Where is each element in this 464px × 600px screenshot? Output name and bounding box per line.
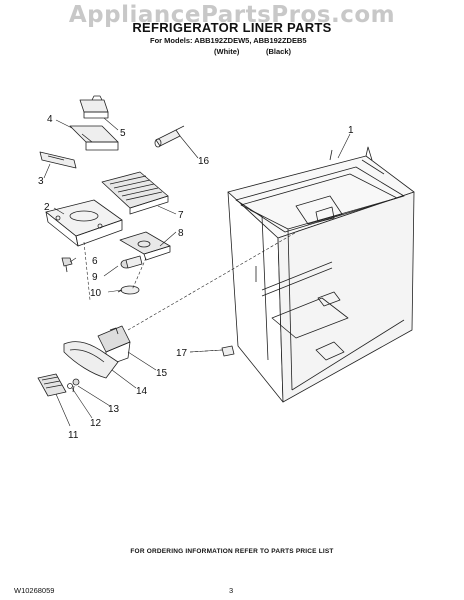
variant-white: (White) (214, 47, 240, 56)
callout-9: 9 (92, 272, 98, 283)
page-number: 3 (229, 586, 234, 595)
callout-8: 8 (178, 228, 184, 239)
callout-4: 4 (47, 114, 53, 125)
callout-1: 1 (348, 125, 354, 136)
part-3 (39, 151, 77, 169)
ordering-info: FOR ORDERING INFORMATION REFER TO PARTS … (130, 548, 334, 555)
part-13 (72, 378, 80, 393)
variant-black: (Black) (266, 47, 292, 56)
part-5 (79, 95, 109, 119)
watermark: AppliancePartsPros.com (68, 2, 396, 28)
part-8 (119, 231, 171, 261)
callout-13: 13 (108, 404, 120, 415)
page-title: REFRIGERATOR LINER PARTS (132, 20, 332, 35)
models-line: For Models: ABB192ZDEW5, ABB192ZDEB5 (150, 36, 307, 45)
callout-17: 17 (176, 348, 188, 359)
callout-3: 3 (38, 176, 44, 187)
part-4 (69, 125, 119, 151)
callout-10: 10 (90, 288, 102, 299)
part-2 (45, 199, 123, 247)
callout-5: 5 (120, 128, 126, 139)
callout-2: 2 (44, 202, 50, 213)
part-16 (154, 125, 185, 148)
part-9 (120, 255, 143, 269)
part-7 (101, 171, 169, 215)
callout-6: 6 (92, 256, 98, 267)
part-6 (61, 257, 73, 273)
callout-15: 15 (156, 368, 168, 379)
liner-part (227, 146, 415, 403)
callout-14: 14 (136, 386, 148, 397)
callout-labels: 1 2 3 4 5 6 7 8 9 10 11 12 13 14 15 16 1… (38, 114, 354, 441)
document-number: W10268059 (14, 586, 55, 595)
part-17 (221, 345, 235, 357)
callout-11: 11 (68, 430, 79, 441)
callout-16: 16 (198, 156, 210, 167)
part-12 (67, 383, 73, 389)
leader-lines (43, 117, 351, 427)
part-11 (37, 373, 67, 397)
callout-12: 12 (90, 418, 102, 429)
callout-7: 7 (178, 210, 184, 221)
